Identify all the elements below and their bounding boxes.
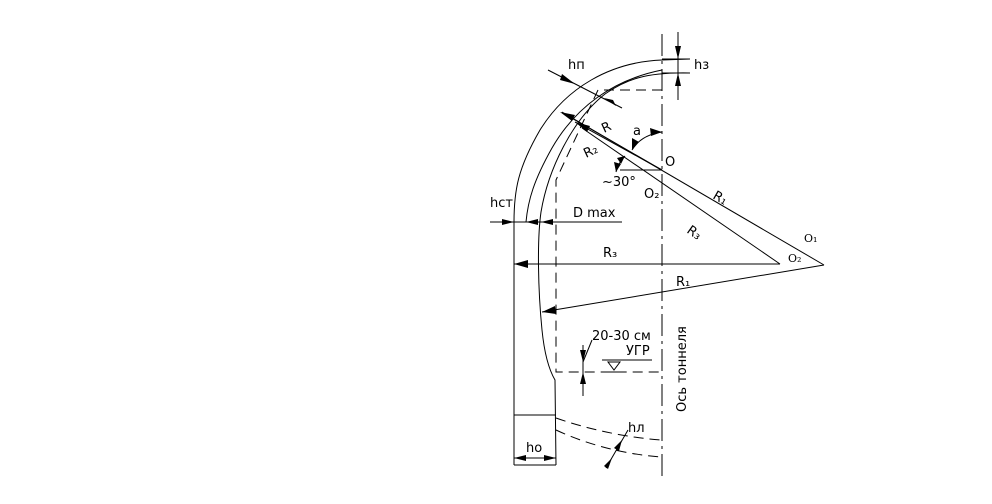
hp-arrow-inner: [604, 98, 616, 106]
label-h-vault: hп: [568, 58, 585, 73]
label-clearance: 20-30 см: [592, 329, 651, 344]
hz-arrow-bottom: [675, 73, 681, 86]
label-point-o2: O₂: [788, 252, 801, 265]
label-angle-a: a: [633, 124, 641, 139]
angle-a-arrow-top: [650, 128, 662, 136]
label-point-o1: O₁: [804, 232, 817, 245]
clearance-leader: [582, 339, 593, 363]
lining-outer-contour: [513, 58, 691, 223]
label-radius: R: [599, 119, 614, 136]
hl-arrow-top: [614, 440, 622, 451]
radius-r3-horiz-arrow: [514, 260, 528, 268]
label-center-o2: O₂: [644, 187, 659, 202]
wall-inner-line: [541, 329, 557, 466]
label-d-max: D max: [573, 206, 616, 221]
ho-arrow-right: [544, 455, 556, 461]
clearance-arrow-top: [580, 350, 586, 362]
hst-arrow-left: [502, 219, 514, 225]
radius-r1-upper-line: [561, 111, 825, 266]
hz-arrow-top: [675, 46, 681, 59]
dmax-arrow: [541, 219, 553, 225]
angle-a-arrow-bottom: [632, 138, 639, 150]
invert-upper-dashed: [555, 417, 663, 441]
radius-r1-lower-arrow: [542, 306, 556, 314]
label-radius-2: R₂: [581, 142, 600, 162]
ho-arrow-left: [514, 455, 526, 461]
label-angle-30: ~30°: [602, 175, 636, 190]
radius-r3-diag-line: [581, 127, 781, 265]
label-radius-3-horiz: R₃: [603, 246, 617, 261]
hp-arrow-outer: [560, 74, 575, 84]
label-tunnel-axis: Ось тоннеля: [675, 326, 690, 412]
clearance-arrow-bottom: [580, 372, 586, 384]
label-radius-1-lower: R₁: [676, 275, 690, 290]
angle-30-arrow-low: [614, 162, 621, 172]
label-groundwater: УГР: [626, 344, 650, 359]
label-h-footing: hо: [526, 441, 542, 456]
clearance-gauge-contour: [555, 89, 662, 373]
label-center-o: O: [665, 155, 675, 170]
label-h-invert: hл: [628, 421, 645, 436]
groundwater-triangle: [607, 361, 621, 371]
lining-inner-contour: [537, 72, 691, 331]
label-h-ballast: hз: [694, 58, 709, 73]
invert-lower-dashed: [555, 429, 663, 458]
hl-arrow-bottom: [604, 458, 612, 469]
radius-r-arrow: [575, 122, 590, 132]
angle-30-arrow-high: [617, 156, 625, 164]
hst-arrow-right: [526, 219, 538, 225]
label-h-wall: hст: [490, 196, 513, 211]
radius-r2-arrow: [560, 112, 575, 121]
lining-middle-contour: [525, 69, 663, 223]
label-radius-1-upper: R₁: [710, 188, 730, 208]
radius-r1-lower-line: [541, 264, 825, 313]
label-radius-3-diag: R₃: [684, 223, 704, 243]
